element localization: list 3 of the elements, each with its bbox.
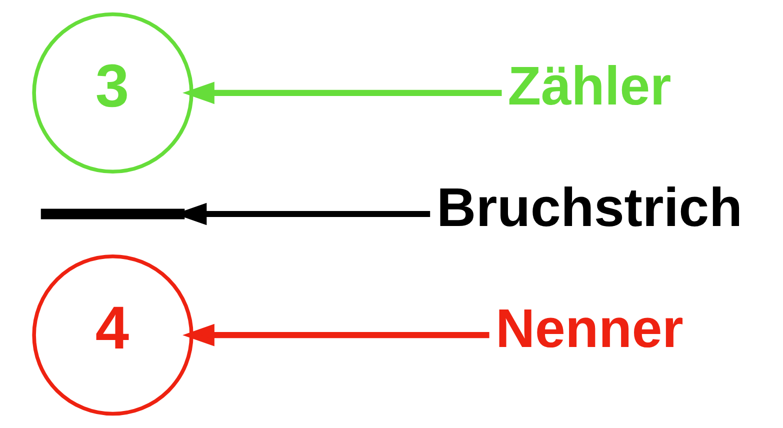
node-text: Zähler [507, 56, 671, 117]
node-text: Bruchstrich [436, 176, 742, 238]
node-text: Nenner [495, 298, 683, 359]
